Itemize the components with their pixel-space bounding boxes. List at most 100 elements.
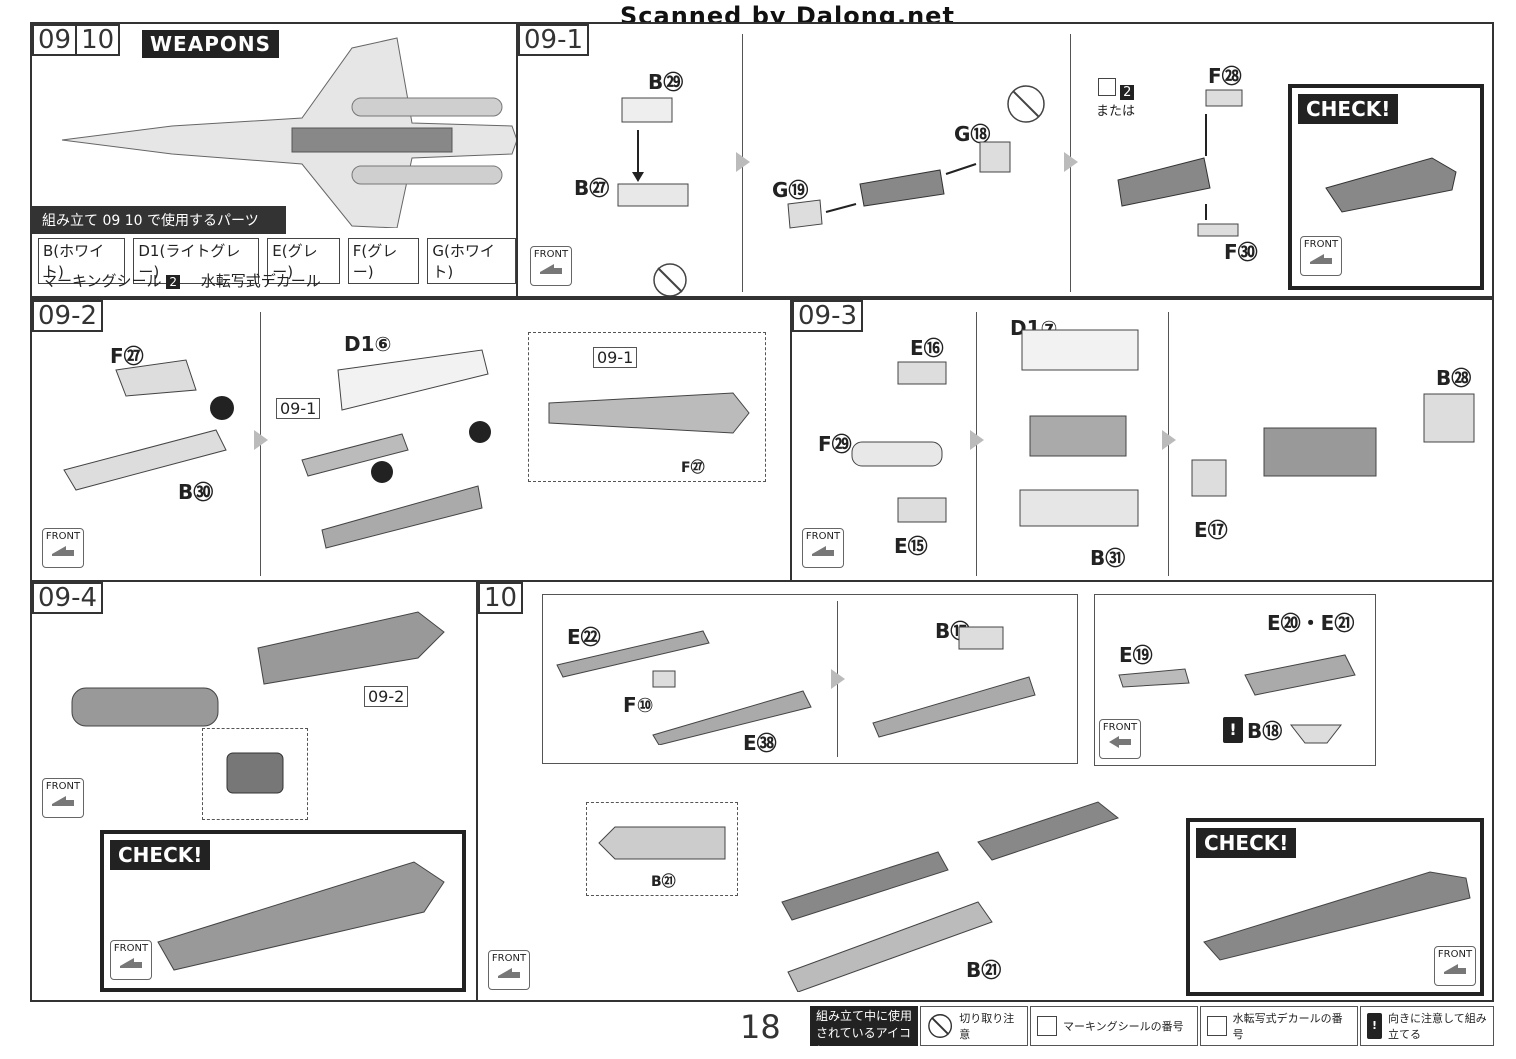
part-label: B㉗ [574,176,610,200]
part-label: E⑲ [1119,643,1153,667]
part-illustration [872,626,1036,738]
no-cut-icon [928,1014,953,1038]
reference-step: 09-1 [593,347,638,368]
legend-item: マーキングシールの番号 [1030,1006,1198,1046]
parts-list: B(ホワイト) D1(ライトグレー) E(グレー) F(グレー) G(ホワイト) [38,238,516,284]
part-label: B㉙ [648,70,684,94]
check-box: CHECK! FRONT [1288,84,1484,290]
detail-callout [202,728,308,820]
part-runner: E(グレー) [267,238,340,284]
detail-illustration [598,826,726,860]
legend-item: 切り取り注意 [920,1006,1028,1046]
part-label: E⑯ [910,336,944,360]
front-label: FRONT [491,953,527,964]
legend-item: 水転写式デカールの番号 [1200,1006,1358,1046]
weapons-panel: 09 10 WEAPONS 組み立て 09 10 で使用するパーツ B(ホワイト… [30,22,518,298]
marking-number: 2 [166,275,180,289]
step-header: 09-4 [32,582,104,614]
reference-step: 09-2 [364,686,409,707]
next-arrow-icon [831,669,845,689]
part-runner: D1(ライトグレー) [133,238,260,284]
decal-label: 水転写式デカール [200,272,321,290]
step-number: 09-1 [518,24,590,56]
legend-label: 向きに注意して組み立てる [1388,1012,1487,1041]
part-label: B㉘ [1436,366,1472,390]
front-direction-icon: FRONT [488,950,530,990]
check-label: CHECK! [1196,828,1297,858]
section-title: WEAPONS [142,30,280,58]
assembly-illustration [781,801,1120,992]
part-illustration [1118,654,1356,744]
part-label: F㉚ [1224,240,1258,264]
check-box: CHECK! FRONT [100,830,466,992]
front-label: FRONT [1303,239,1339,250]
marking-info: マーキングシール 2 水転写式デカール [42,270,321,291]
front-direction-icon: FRONT [802,528,844,568]
detail-illustration [226,752,284,794]
marking-label: マーキングシール [42,272,162,290]
next-arrow-icon [736,152,750,172]
check-illustration [157,861,445,971]
check-label: CHECK! [110,840,211,870]
part-label: B㉚ [178,480,214,504]
part-label: F㉗ [681,460,705,476]
part-label: G⑲ [772,178,809,202]
step-number: 09 [32,24,78,56]
step-header: 09-1 [518,24,590,56]
check-label: CHECK! [1298,94,1399,124]
step-header: 09-3 [792,300,864,332]
part-runner: F(グレー) [347,238,420,284]
step-09-2-panel: 09-2 F㉗ B㉚ D1⑥ 09-1 09-1 F㉗ FRONT [30,298,792,582]
step-number: 09-4 [32,582,104,614]
front-label: FRONT [45,531,81,542]
part-illustration [617,97,689,296]
front-direction-icon: FRONT [530,246,572,286]
part-label: E㉒ [567,625,601,649]
part-illustration [63,359,234,491]
part-runner: B(ホワイト) [38,238,126,284]
part-label: F㉗ [110,344,144,368]
part-illustration [71,611,445,727]
part-label: E⑰ [1194,518,1228,542]
next-arrow-icon [970,430,984,450]
front-direction-icon: FRONT [1300,236,1342,276]
part-label: F㉙ [818,432,852,456]
part-label: F⑩ [623,693,654,717]
detail-callout: 09-1 F㉗ [528,332,766,482]
parts-used-title: 組み立て 09 10 で使用するパーツ [32,206,286,234]
exclamation-icon: ! [1367,1013,1383,1039]
next-arrow-icon [1162,430,1176,450]
front-direction-icon: FRONT [110,940,152,980]
front-label: FRONT [1102,722,1138,733]
part-illustration [787,85,1045,229]
check-illustration [1203,871,1471,961]
step-number: 09-3 [792,300,864,332]
page-number: 18 [740,1008,781,1046]
part-label: E⑮ [894,534,928,558]
part-label: B㉛ [1090,546,1126,570]
part-illustration [1019,329,1139,527]
front-direction-icon: FRONT [42,528,84,568]
exclamation-icon: ! [1223,716,1243,743]
marking-number: 2 [1120,85,1135,100]
next-arrow-icon [254,430,268,450]
aircraft-illustration [61,37,516,228]
check-box: CHECK! FRONT [1186,818,1484,996]
step-header: 09-2 [32,300,104,332]
part-label: F㉘ [1208,64,1242,88]
part-label: E⑳・E㉑ [1267,611,1355,635]
front-direction-icon: FRONT [42,778,84,818]
part-illustration [1117,89,1243,237]
legend-label: マーキングシールの番号 [1063,1020,1184,1033]
step-number: 09-2 [32,300,104,332]
part-label: B㉑ [651,874,676,890]
part-label: B㉑ [966,958,1002,982]
front-label: FRONT [533,249,569,260]
or-note: または [1096,104,1136,119]
step-number: 10 [75,24,121,56]
front-direction-icon: FRONT [1099,719,1141,759]
step-09-1-panel: 09-1 B㉙ B㉗ G⑱ G⑲ F㉘ F㉚ 2 または CHECK! [516,22,1494,298]
step-header: 09 10 [32,24,121,56]
sticker-icon [1037,1016,1057,1036]
front-label: FRONT [1437,949,1473,960]
